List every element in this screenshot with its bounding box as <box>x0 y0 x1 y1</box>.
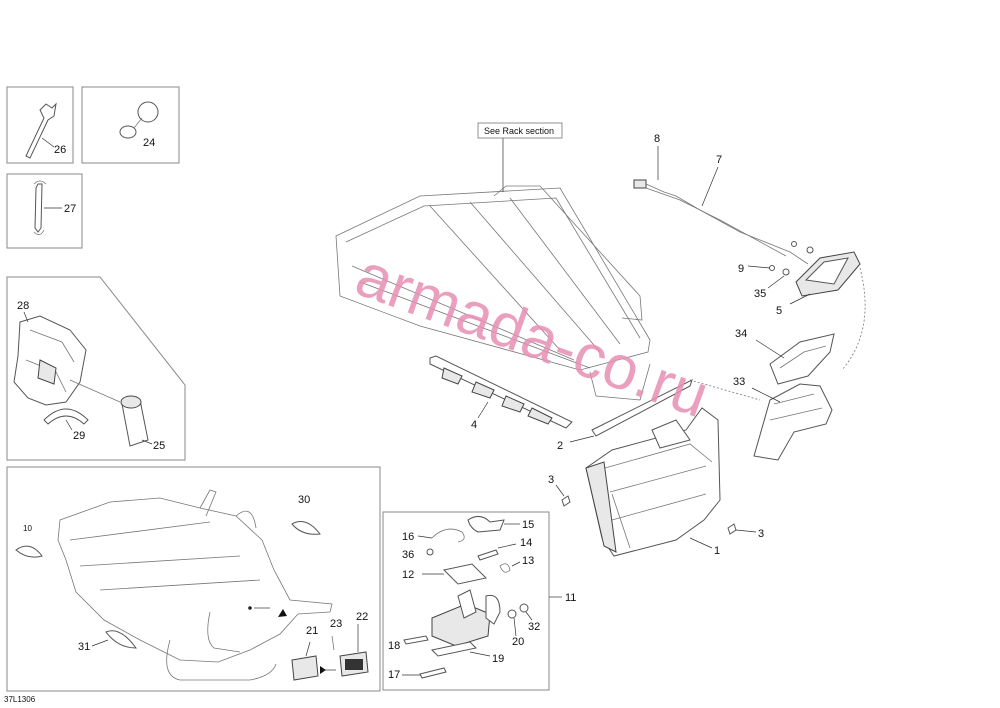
rack-note-text: See Rack section <box>484 126 554 136</box>
callout-16: 16 <box>402 531 414 543</box>
callout-20: 20 <box>512 636 524 648</box>
part-9-35: 9 35 <box>738 241 814 300</box>
callout-18: 18 <box>388 640 400 652</box>
callout-1: 1 <box>714 545 720 557</box>
inset-box-26: 26 <box>6 86 74 164</box>
callout-23: 23 <box>330 618 342 630</box>
part-33: 33 <box>733 376 833 461</box>
callout-32: 32 <box>528 621 540 633</box>
inset-box-storage: 28 29 25 <box>6 276 186 461</box>
callout-15: 15 <box>522 519 534 531</box>
callout-9: 9 <box>738 263 744 275</box>
part-4: 4 <box>429 355 573 431</box>
part-7-8: 8 7 <box>633 133 809 265</box>
callout-25: 25 <box>153 440 165 452</box>
callout-14: 14 <box>520 537 532 549</box>
callout-27: 27 <box>64 203 76 215</box>
callout-35: 35 <box>754 288 766 300</box>
callout-28: 28 <box>17 300 29 312</box>
callout-26: 26 <box>54 144 66 156</box>
part-2: 2 <box>557 379 693 452</box>
inset-box-24: 24 <box>81 86 180 164</box>
callout-33: 33 <box>733 376 745 388</box>
callout-10: 10 <box>23 524 32 533</box>
part-1: 1 <box>585 407 721 557</box>
callout-24: 24 <box>143 137 155 149</box>
callout-19: 19 <box>492 653 504 665</box>
callout-17: 17 <box>388 669 400 681</box>
rack-note: See Rack section <box>477 122 563 139</box>
callout-11: 11 <box>565 592 576 604</box>
callout-21: 21 <box>306 625 318 637</box>
callout-29: 29 <box>73 430 85 442</box>
callout-36: 36 <box>402 549 414 561</box>
inset-box-snowmobile: 10 30 31 21 23 22 <box>6 466 381 692</box>
inset-box-27: 27 <box>6 173 83 249</box>
callout-8: 8 <box>654 133 660 145</box>
callout-31: 31 <box>78 641 90 653</box>
callout-13: 13 <box>522 555 534 567</box>
part-34: 34 <box>735 328 835 385</box>
callout-3a: 3 <box>548 474 554 486</box>
callout-5: 5 <box>776 305 782 317</box>
rack-outline <box>335 138 651 401</box>
callout-22: 22 <box>356 611 368 623</box>
callout-3b: 3 <box>758 528 764 540</box>
callout-12: 12 <box>402 569 414 581</box>
part-5: 5 <box>776 251 861 317</box>
part-3: 3 3 <box>548 474 764 540</box>
callout-7: 7 <box>716 154 722 166</box>
callout-4: 4 <box>471 419 477 431</box>
figure-code: 37L1306 <box>4 695 36 704</box>
callout-30: 30 <box>298 494 310 506</box>
callout-2: 2 <box>557 440 563 452</box>
callout-34: 34 <box>735 328 747 340</box>
inset-box-mount: 15 16 36 14 13 12 18 17 19 <box>382 511 576 691</box>
